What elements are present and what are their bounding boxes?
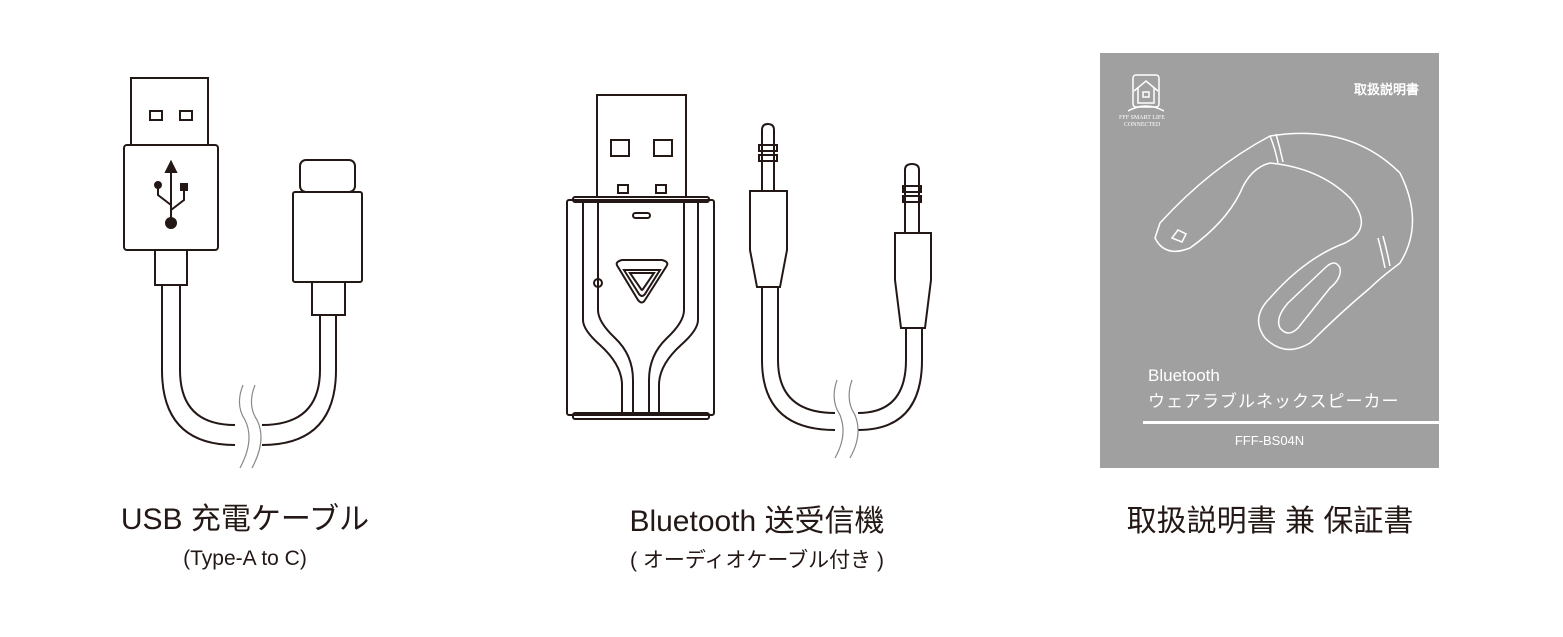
- caption-bluetooth-transceiver: Bluetooth 送受信機 ( オーディオケーブル付き ): [547, 504, 967, 576]
- product-name-line-1: Bluetooth: [1148, 366, 1220, 385]
- usb-symbol-icon: [154, 159, 188, 229]
- caption-subtitle: ( オーディオケーブル付き ): [630, 549, 884, 572]
- manual-header: 取扱説明書: [1353, 82, 1419, 97]
- caption-title: Bluetooth 送受信機: [629, 505, 885, 538]
- home-logo-icon: [1127, 74, 1165, 112]
- audio-cable-illustration: [749, 122, 932, 459]
- brand-line-2: CONNECTED: [1123, 122, 1161, 128]
- divider: [1143, 421, 1439, 424]
- neck-speaker-illustration: [1154, 132, 1414, 351]
- product-name-line-2: ウェアラブルネックスピーカー: [1148, 392, 1400, 411]
- caption-title: 取扱説明書 兼 保証書: [1126, 505, 1414, 538]
- model-number: FFF-BS04N: [1234, 433, 1305, 448]
- caption-title: USB 充電ケーブル: [120, 503, 370, 536]
- caption-usb-cable: USB 充電ケーブル (Type-A to C): [35, 502, 455, 574]
- caption-manual: 取扱説明書 兼 保証書: [1060, 504, 1480, 540]
- caption-subtitle: (Type-A to C): [183, 547, 307, 570]
- usb-cable-illustration: [123, 77, 363, 469]
- brand-line-1: FFF SMART LIFE: [1119, 115, 1165, 121]
- bluetooth-transceiver-illustration: [566, 94, 715, 420]
